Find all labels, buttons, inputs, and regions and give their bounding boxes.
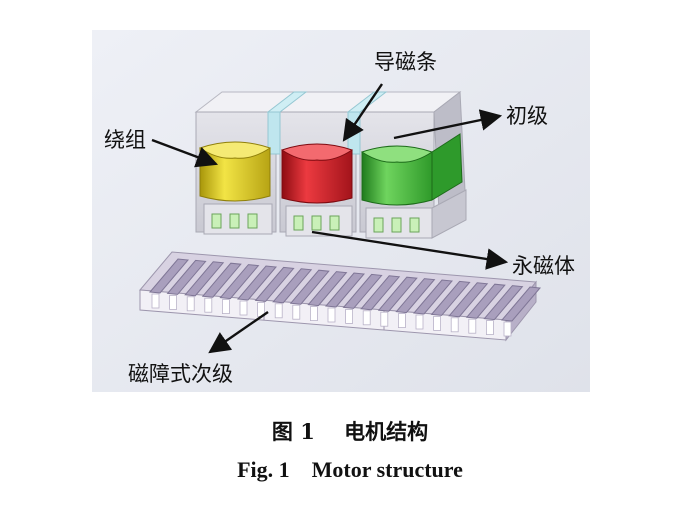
label-permanent-magnet: 永磁体 bbox=[512, 254, 575, 278]
rack-tooth bbox=[360, 275, 401, 311]
label-winding: 绕组 bbox=[104, 128, 146, 152]
rack-slot bbox=[292, 304, 301, 320]
rack-slot bbox=[151, 293, 160, 309]
rack-tooth bbox=[219, 264, 260, 300]
magnet-slot bbox=[329, 215, 340, 231]
arrow-secondary bbox=[208, 311, 269, 354]
rack-slot bbox=[327, 307, 336, 323]
rack-slot bbox=[397, 313, 406, 329]
magnet-slot bbox=[311, 215, 322, 231]
rack-slot bbox=[380, 311, 389, 327]
rack-slot bbox=[450, 317, 459, 333]
rack-slot bbox=[239, 300, 248, 316]
rack-tooth bbox=[501, 286, 541, 322]
magnet-slot bbox=[293, 215, 304, 231]
rack-tooth bbox=[395, 278, 436, 314]
rack-tooth bbox=[166, 259, 207, 295]
magnet-slot bbox=[211, 213, 222, 229]
rack-slot bbox=[362, 310, 371, 326]
tooth-side bbox=[431, 189, 467, 239]
rack-slot bbox=[415, 314, 424, 330]
secondary-rack bbox=[138, 251, 541, 342]
core-top-face bbox=[194, 91, 462, 113]
label-secondary: 磁障式次级 bbox=[128, 362, 233, 386]
arrow-permanent-magnet bbox=[311, 230, 509, 270]
rack-tooth bbox=[483, 285, 524, 321]
figure-caption-chinese: 图 1 电机结构 bbox=[0, 416, 700, 446]
rack-tooth bbox=[201, 262, 242, 298]
rack-tooth bbox=[325, 272, 365, 308]
winding-coil-red-top bbox=[280, 143, 354, 161]
rack-slot bbox=[503, 321, 512, 337]
caption-cn-number: 图 1 bbox=[271, 419, 315, 444]
winding-coil-red bbox=[281, 149, 353, 204]
figure-caption-english: Fig. 1 Motor structure bbox=[0, 457, 700, 483]
rack-tooth bbox=[254, 266, 295, 302]
rack-tooth bbox=[307, 271, 348, 307]
arrow-winding bbox=[151, 138, 219, 168]
rack-tooth bbox=[342, 273, 383, 309]
rack-slot bbox=[485, 320, 494, 336]
caption-cn-title: 电机结构 bbox=[344, 419, 429, 444]
caption-en-title: Motor structure bbox=[311, 457, 463, 482]
rack-tooth bbox=[149, 258, 189, 294]
rack-slot bbox=[433, 315, 442, 331]
arrow-primary bbox=[393, 109, 503, 140]
permanent-magnets bbox=[211, 213, 420, 233]
annotation-arrows bbox=[151, 83, 509, 354]
magnet-slot bbox=[229, 213, 240, 229]
rack-tooth bbox=[272, 268, 313, 304]
magnet-slot bbox=[247, 213, 258, 229]
rack-tooth bbox=[377, 276, 418, 312]
rack-tooth bbox=[430, 280, 471, 316]
flux-guide-strip bbox=[267, 111, 281, 155]
label-flux-guide: 导磁条 bbox=[374, 50, 437, 74]
rack-slot bbox=[221, 299, 230, 315]
rack-tooth bbox=[184, 261, 225, 297]
rack-slot bbox=[274, 303, 283, 319]
winding-group bbox=[198, 133, 463, 206]
magnet-slot bbox=[391, 217, 402, 233]
rack-tooth bbox=[413, 279, 453, 315]
rack-slot bbox=[169, 294, 178, 310]
rack-tooth bbox=[465, 283, 506, 319]
rack-slot bbox=[468, 318, 477, 334]
primary-teeth-group bbox=[203, 189, 467, 239]
label-primary: 初级 bbox=[506, 104, 548, 128]
rack-slot bbox=[309, 306, 318, 322]
rack-tooth bbox=[448, 282, 489, 318]
winding-coil-green-side bbox=[431, 133, 463, 201]
magnet-slot bbox=[373, 217, 384, 233]
magnet-slot bbox=[409, 217, 420, 233]
arrow-flux-guide bbox=[342, 83, 383, 142]
winding-coil-green-top bbox=[360, 145, 434, 163]
caption-en-number: Fig. 1 bbox=[237, 457, 290, 482]
rack-tooth bbox=[237, 265, 277, 301]
rack-slot bbox=[345, 308, 354, 324]
rack-slot bbox=[204, 297, 213, 313]
rack-tooth bbox=[289, 269, 330, 305]
rack-teeth bbox=[149, 258, 541, 337]
rack-slot bbox=[186, 296, 195, 312]
